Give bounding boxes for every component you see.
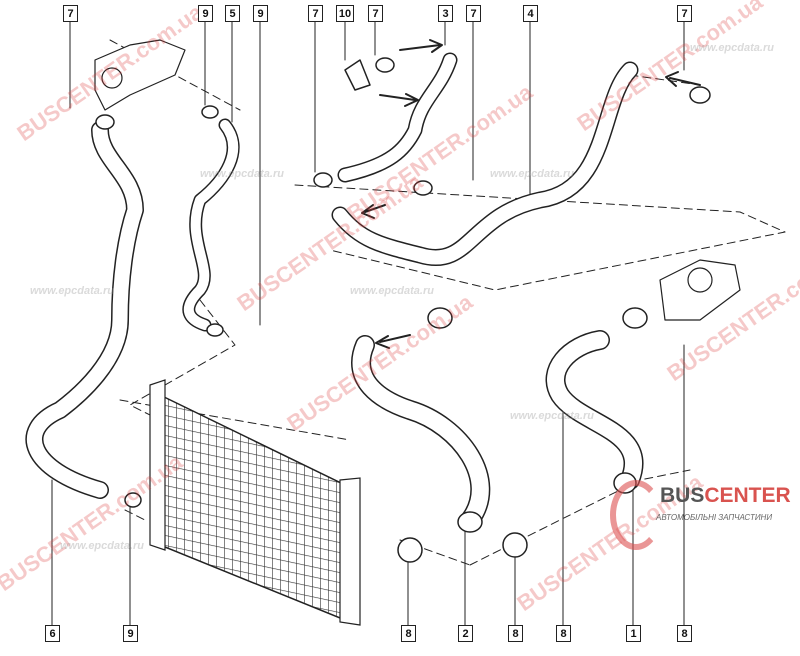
callout-7: 7 bbox=[466, 5, 481, 22]
hose-4 bbox=[331, 61, 639, 266]
callout-7: 7 bbox=[677, 5, 692, 22]
callout-8: 8 bbox=[508, 625, 523, 642]
logo-tagline: АВТОМОБІЛЬНІ ЗАПЧАСТИНИ bbox=[656, 513, 773, 522]
thermostat-housing bbox=[659, 259, 741, 321]
callout-9: 9 bbox=[253, 5, 268, 22]
callout-7: 7 bbox=[63, 5, 78, 22]
callout-7: 7 bbox=[308, 5, 323, 22]
callout-1: 1 bbox=[626, 625, 641, 642]
callout-3: 3 bbox=[438, 5, 453, 22]
callout-9: 9 bbox=[198, 5, 213, 22]
outlet-housing bbox=[94, 39, 186, 111]
callout-6: 6 bbox=[45, 625, 60, 642]
logo-ring bbox=[610, 480, 662, 550]
hose-2 bbox=[351, 335, 491, 530]
hose-5 bbox=[182, 118, 240, 332]
callout-8: 8 bbox=[401, 625, 416, 642]
callout-8: 8 bbox=[677, 625, 692, 642]
callout-2: 2 bbox=[458, 625, 473, 642]
buscenter-logo: BUSCENTER АВТОМОБІЛЬНІ ЗАПЧАСТИНИ bbox=[610, 480, 800, 550]
callout-4: 4 bbox=[523, 5, 538, 22]
logo-brand: BUSCENTER bbox=[660, 484, 791, 508]
hose-3 bbox=[337, 52, 458, 183]
hose-6 bbox=[25, 121, 144, 499]
callout-8: 8 bbox=[556, 625, 571, 642]
logo-brand-bus: BUS bbox=[660, 484, 705, 507]
arrows bbox=[361, 39, 701, 349]
hose-1 bbox=[545, 330, 644, 490]
logo-brand-center: CENTER bbox=[704, 484, 791, 507]
radiator bbox=[149, 379, 361, 626]
callout-9: 9 bbox=[123, 625, 138, 642]
callout-10: 10 bbox=[336, 5, 354, 22]
callout-7: 7 bbox=[368, 5, 383, 22]
callout-5: 5 bbox=[225, 5, 240, 22]
leader-lines bbox=[51, 21, 685, 626]
